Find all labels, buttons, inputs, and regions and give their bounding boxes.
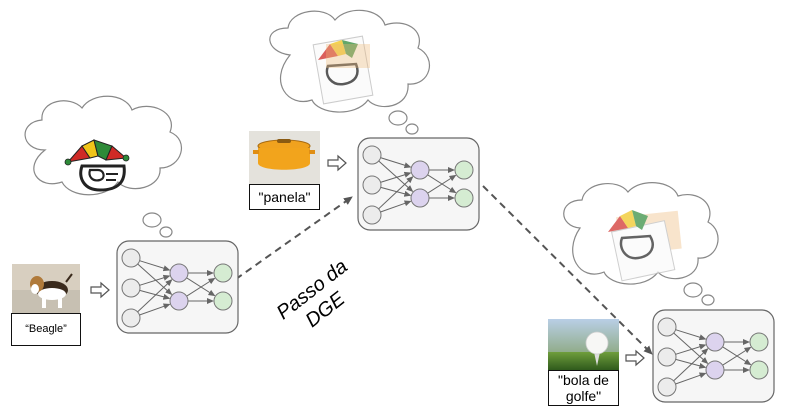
connection-edge bbox=[380, 171, 412, 183]
output-node bbox=[749, 360, 769, 380]
connection-edge bbox=[673, 348, 709, 382]
input-node bbox=[121, 278, 141, 298]
connection-edge bbox=[380, 157, 412, 169]
sgd-step-arrow-2 bbox=[482, 185, 653, 355]
input-node bbox=[362, 175, 382, 195]
network-frame bbox=[116, 240, 239, 334]
hidden-node bbox=[705, 332, 725, 352]
pot-icon bbox=[79, 164, 126, 192]
beagle-dog-photo bbox=[12, 264, 80, 313]
connection-edge bbox=[139, 303, 171, 316]
input-node bbox=[657, 347, 677, 367]
connection-edge bbox=[380, 200, 412, 213]
thought-cloud-3 bbox=[563, 182, 719, 306]
input-arrow-1 bbox=[90, 281, 110, 299]
connection-edge bbox=[675, 358, 707, 369]
connection-edge bbox=[380, 186, 412, 197]
network-frame bbox=[652, 309, 775, 403]
example-label-panela: "panela" bbox=[249, 184, 320, 210]
input-node bbox=[657, 377, 677, 397]
jester-hat-icon bbox=[318, 40, 358, 60]
connection-edge bbox=[673, 332, 709, 364]
input-node bbox=[121, 248, 141, 268]
input-node bbox=[362, 145, 382, 165]
input-arrow-2 bbox=[327, 154, 347, 172]
label-icon bbox=[610, 220, 676, 282]
neural-network-3 bbox=[652, 309, 775, 403]
input-node bbox=[657, 317, 677, 337]
connection-edge bbox=[137, 263, 173, 295]
input-node bbox=[121, 308, 141, 328]
jester-hat-icon bbox=[608, 210, 648, 232]
connection-edge bbox=[378, 176, 414, 210]
output-node bbox=[454, 160, 474, 180]
connection-edge bbox=[139, 274, 171, 286]
thought-cloud-2 bbox=[269, 9, 430, 135]
jester-hat-icon bbox=[64, 139, 130, 166]
output-node bbox=[213, 263, 233, 283]
example-label-golf-ball-line1: "bola de bbox=[558, 372, 609, 388]
pot-icon bbox=[325, 62, 359, 86]
connection-edge bbox=[378, 160, 414, 192]
example-label-beagle: “Beagle” bbox=[11, 313, 81, 346]
output-node bbox=[213, 291, 233, 311]
example-label-golf-ball: "bola de golfe" bbox=[548, 370, 619, 406]
orange-cooking-pot-photo bbox=[249, 131, 320, 184]
connection-edge bbox=[427, 174, 457, 194]
connection-edge bbox=[675, 372, 707, 385]
neural-network-2 bbox=[357, 137, 480, 231]
input-arrow-3 bbox=[625, 349, 645, 367]
connection-edge bbox=[137, 279, 173, 313]
hidden-node bbox=[169, 291, 189, 311]
neural-network-1 bbox=[116, 240, 239, 334]
connection-edge bbox=[675, 329, 707, 341]
connection-edge bbox=[139, 260, 171, 272]
connection-edge bbox=[675, 343, 707, 355]
hidden-node bbox=[169, 263, 189, 283]
connection-edge bbox=[139, 289, 171, 300]
output-node bbox=[454, 188, 474, 208]
input-node bbox=[362, 205, 382, 225]
output-node bbox=[749, 332, 769, 352]
pot-icon bbox=[619, 234, 654, 260]
hidden-node bbox=[410, 160, 430, 180]
hidden-node bbox=[705, 360, 725, 380]
hidden-node bbox=[410, 188, 430, 208]
network-frame bbox=[357, 137, 480, 231]
thought-cloud-1 bbox=[24, 95, 182, 238]
connection-edge bbox=[722, 346, 752, 366]
connection-edge bbox=[186, 277, 216, 297]
golf-ball-on-tee-photo bbox=[548, 319, 619, 370]
example-label-golf-ball-line2: golfe" bbox=[565, 388, 602, 404]
